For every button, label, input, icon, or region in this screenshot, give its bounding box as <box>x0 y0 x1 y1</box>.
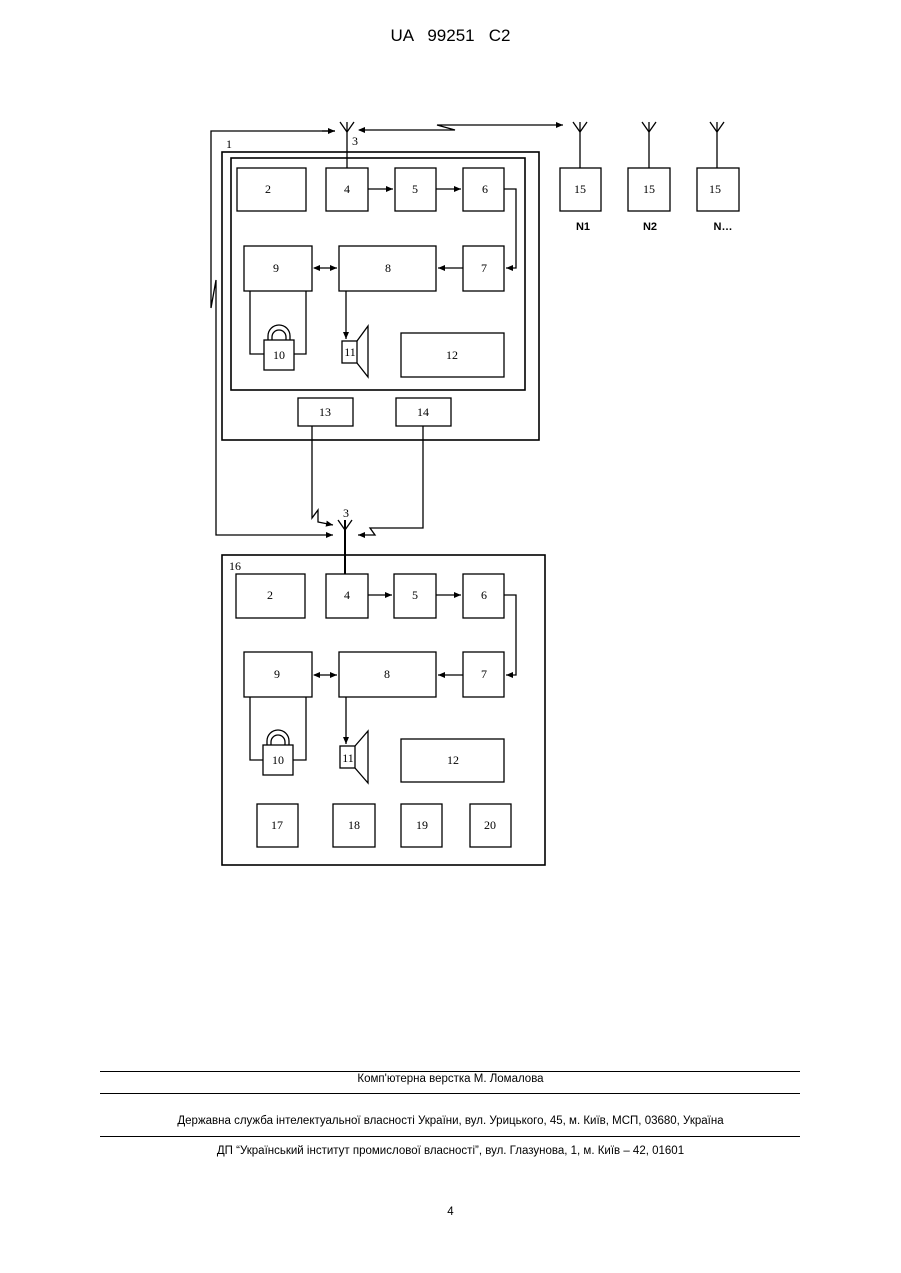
label-10-top: 10 <box>273 348 285 362</box>
remote-label-n2: N2 <box>643 221 657 233</box>
label-15-n1: 15 <box>574 182 586 196</box>
label-11-top: 11 <box>344 345 356 359</box>
label-7-top: 7 <box>481 261 487 275</box>
footer-rule-2 <box>100 1093 800 1094</box>
label-4-top: 4 <box>344 182 350 196</box>
remote-label-n3: N… <box>714 221 733 233</box>
label-13: 13 <box>319 405 331 419</box>
label-12-top: 12 <box>446 348 458 362</box>
label-2-top: 2 <box>265 182 271 196</box>
remote-unit-n1 <box>560 122 601 211</box>
device-1-label: 1 <box>226 137 232 151</box>
label-4-bottom: 4 <box>344 588 350 602</box>
label-11-bottom: 11 <box>342 751 354 765</box>
lock-shackle-bottom <box>267 730 289 745</box>
lock-shackle-top <box>268 325 290 340</box>
antenna-bottom <box>338 520 352 574</box>
label-19: 19 <box>416 818 428 832</box>
label-18: 18 <box>348 818 360 832</box>
layout-credit: Комп'ютерна верстка М. Ломалова <box>0 1073 901 1085</box>
label-6-top: 6 <box>482 182 488 196</box>
label-9-bottom: 9 <box>274 667 280 681</box>
block-2-top <box>237 168 306 211</box>
speaker-cone-bottom <box>355 731 368 783</box>
label-8-top: 8 <box>385 261 391 275</box>
footer-rule-1 <box>100 1071 800 1072</box>
office-address: Державна служба інтелектуальної власност… <box>0 1115 901 1127</box>
remote-unit-n3 <box>697 122 739 211</box>
speaker-cone-top <box>357 326 368 377</box>
label-17: 17 <box>271 818 283 832</box>
remote-unit-n2 <box>628 122 670 211</box>
label-6-bottom: 6 <box>481 588 487 602</box>
label-5-bottom: 5 <box>412 588 418 602</box>
label-9-top: 9 <box>273 261 279 275</box>
antenna-top-label: 3 <box>352 134 358 148</box>
remote-label-n1: N1 <box>576 221 590 233</box>
footer-rule-3 <box>100 1136 800 1137</box>
label-15-n3: 15 <box>709 182 721 196</box>
label-14: 14 <box>417 405 429 419</box>
antenna-bottom-label: 3 <box>343 506 349 520</box>
label-20: 20 <box>484 818 496 832</box>
label-8-bottom: 8 <box>384 667 390 681</box>
label-7-bottom: 7 <box>481 667 487 681</box>
page-number: 4 <box>0 1206 901 1218</box>
label-10-bottom: 10 <box>272 753 284 767</box>
label-12-bottom: 12 <box>447 753 459 767</box>
label-15-n2: 15 <box>643 182 655 196</box>
label-5-top: 5 <box>412 182 418 196</box>
device-16-label: 16 <box>229 559 241 573</box>
label-2-bottom: 2 <box>267 588 273 602</box>
institute-address: ДП “Український інститут промислової вла… <box>0 1145 901 1157</box>
